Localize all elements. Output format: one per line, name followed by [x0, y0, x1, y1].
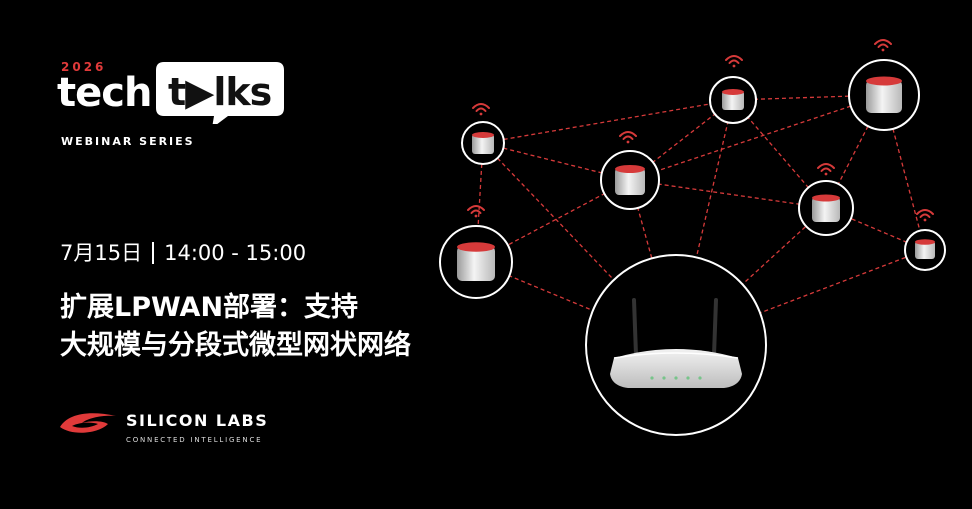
- webinar-series-label: WEBINAR SERIES: [61, 135, 195, 148]
- wifi-signal-icon: [472, 103, 490, 116]
- webinar-title: 扩展LPWAN部署：支持 大规模与分段式微型网状网络: [60, 289, 411, 365]
- mesh-link: [675, 249, 926, 346]
- mesh-node-icon: [600, 150, 660, 210]
- event-time: 14:00 - 15:00: [164, 241, 307, 265]
- wifi-signal-icon: [916, 209, 934, 222]
- wifi-signal-icon: [725, 55, 743, 68]
- mesh-link: [629, 179, 827, 209]
- wifi-signal-icon: [817, 163, 835, 176]
- mesh-node-icon: [461, 121, 505, 165]
- brand-tech-word: tech: [57, 70, 152, 116]
- event-datetime: 7月15日 14:00 - 15:00: [60, 237, 306, 267]
- wifi-signal-icon: [874, 39, 892, 52]
- gateway-router-icon: [585, 254, 767, 436]
- webinar-title-line-2: 大规模与分段式微型网状网络: [60, 330, 411, 361]
- speech-bubble-icon: [156, 62, 284, 124]
- company-tagline: CONNECTED INTELLIGENCE: [126, 436, 263, 444]
- silicon-labs-logo-icon: [60, 413, 116, 433]
- webinar-title-line-1: 扩展LPWAN部署：支持: [60, 292, 359, 323]
- mesh-link: [883, 94, 926, 251]
- brand-talks-word: t▶lks: [168, 70, 272, 114]
- mesh-link: [629, 94, 885, 181]
- mesh-link: [482, 99, 734, 144]
- wifi-signal-icon: [619, 131, 637, 144]
- mesh-node-icon: [904, 229, 946, 271]
- mesh-node-icon: [848, 59, 920, 131]
- company-name: SILICON LABS: [126, 411, 269, 430]
- wifi-signal-icon: [467, 205, 485, 218]
- mesh-node-icon: [709, 76, 757, 124]
- event-year: 2026: [61, 60, 107, 74]
- mesh-node-icon: [439, 225, 513, 299]
- event-date: 7月15日: [60, 241, 143, 265]
- date-time-divider: [152, 242, 155, 264]
- mesh-node-icon: [798, 180, 854, 236]
